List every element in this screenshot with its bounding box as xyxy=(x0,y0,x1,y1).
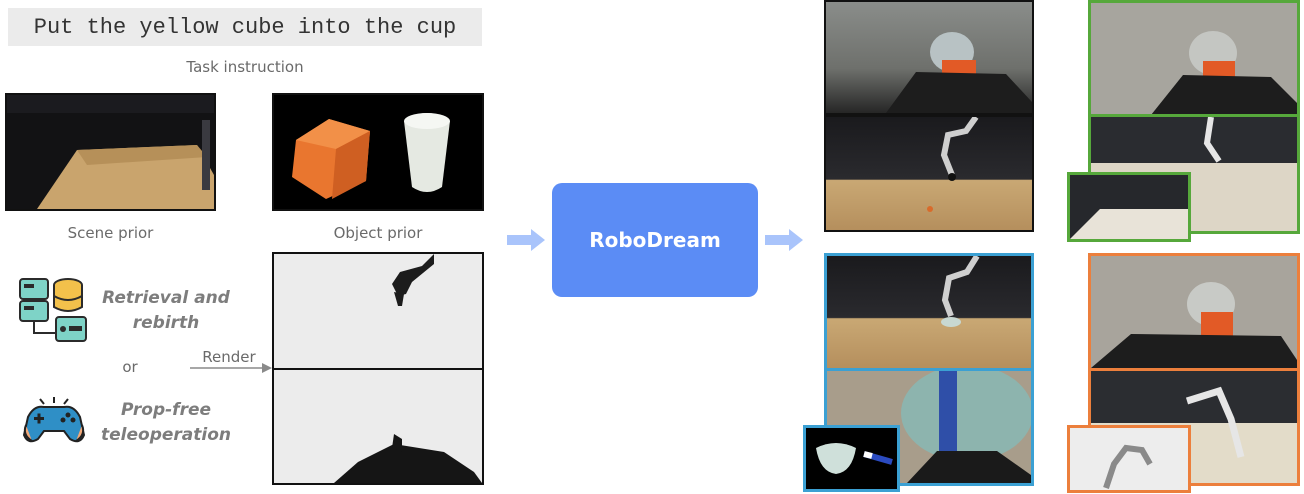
output-object-inset-2 xyxy=(803,425,900,492)
task-instruction: Put the yellow cube into the cup xyxy=(8,8,482,46)
retrieval-rebirth-label: Retrieval and rebirth xyxy=(102,288,230,333)
output-scene-inset-3 xyxy=(1067,172,1191,242)
scene-prior-image xyxy=(5,93,216,211)
output-third-view-1 xyxy=(824,115,1034,232)
scene-prior-caption: Scene prior xyxy=(67,224,154,242)
database-icon xyxy=(18,277,88,345)
arrow-right-icon xyxy=(507,229,545,251)
or-label: or xyxy=(122,358,138,376)
task-instruction-caption: Task instruction xyxy=(186,58,304,76)
output-third-view-2 xyxy=(824,253,1034,371)
render-illustration xyxy=(274,254,482,483)
output-wrist-view-4 xyxy=(1088,253,1300,371)
robodream-model-box: RoboDream xyxy=(552,183,758,297)
object-prior-image xyxy=(272,93,484,211)
output-wrist-view-1 xyxy=(824,0,1034,115)
scene-illustration xyxy=(7,95,214,209)
object-illustration xyxy=(274,95,482,209)
render-arrow xyxy=(190,360,272,374)
object-prior-caption: Object prior xyxy=(333,224,423,242)
gamepad-icon xyxy=(20,395,88,447)
render-label: Render xyxy=(202,348,256,366)
arrow-right-icon xyxy=(765,229,803,251)
rendered-robot-view xyxy=(272,252,484,485)
output-wrist-view-2 xyxy=(824,368,1034,486)
teleoperation-label: Prop-free teleoperation xyxy=(101,400,231,445)
output-wrist-view-3 xyxy=(1088,0,1300,118)
output-render-inset-4 xyxy=(1067,425,1191,493)
